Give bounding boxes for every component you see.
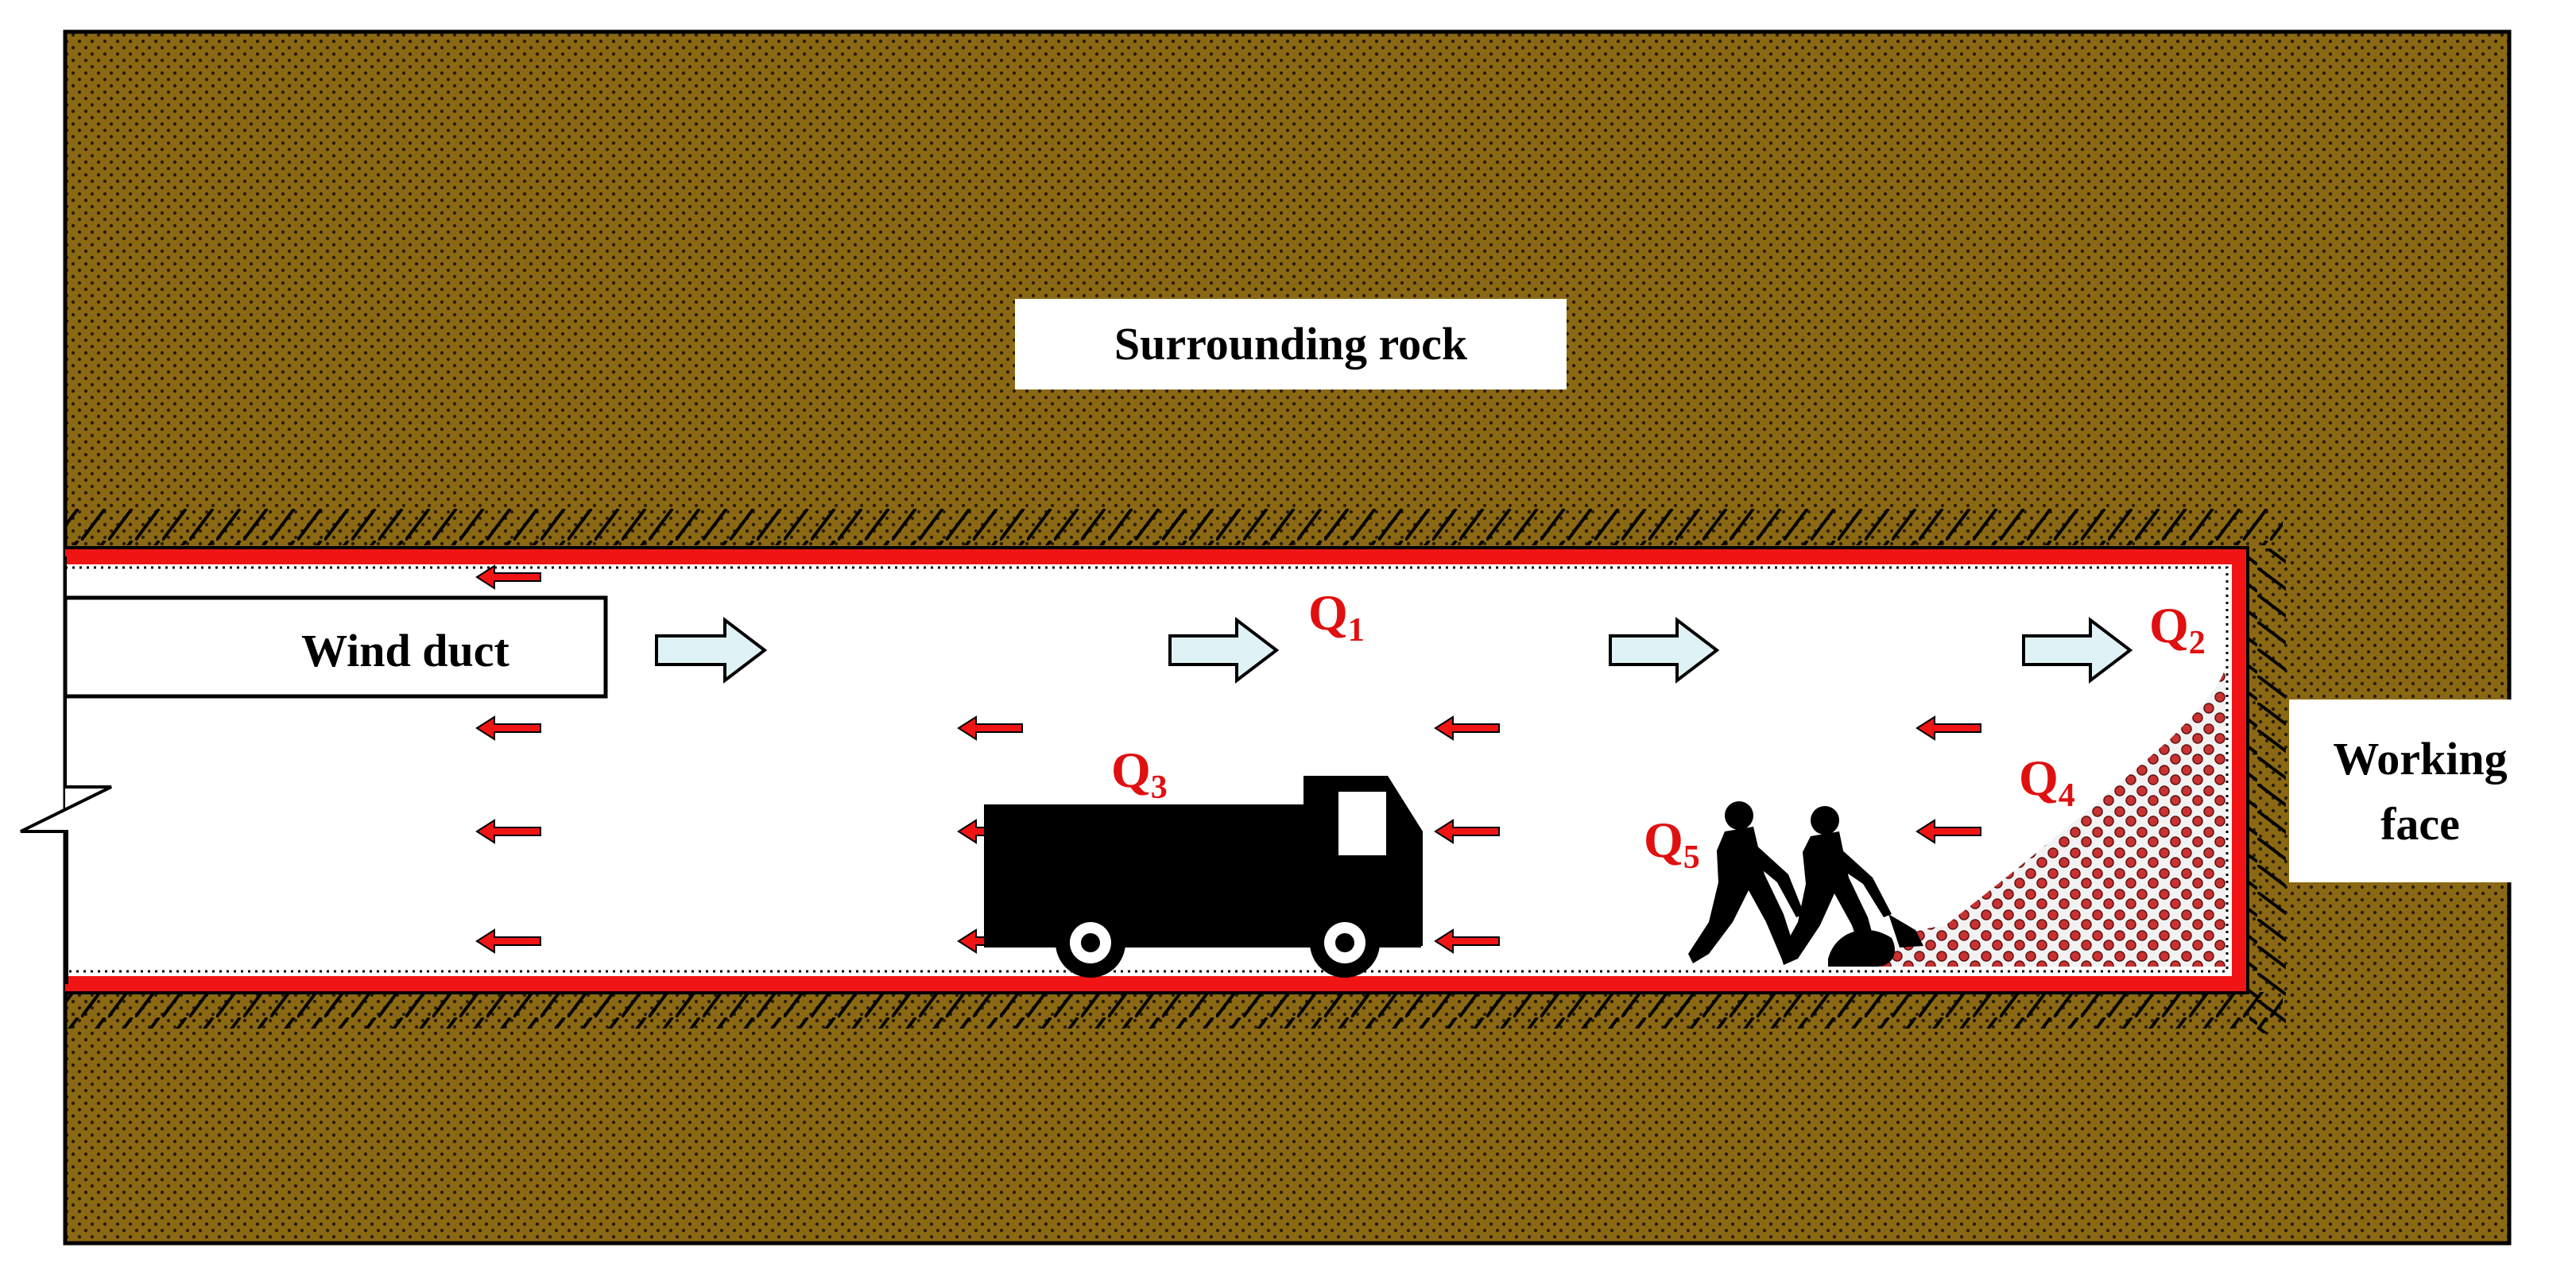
working-face-label-box xyxy=(2289,700,2551,882)
truck-window xyxy=(1338,792,1386,855)
truck-cab xyxy=(1303,776,1423,946)
source-label-q5: Q5 xyxy=(1644,812,1700,876)
left-arrow-icon xyxy=(1916,715,1981,741)
surrounding-rock-label-box xyxy=(1015,299,1567,389)
left-arrow-icon xyxy=(475,564,541,590)
working-face-label-line1: Working xyxy=(2333,733,2507,785)
truck-bed xyxy=(984,804,1318,909)
worker-1 xyxy=(1688,801,1804,963)
rock-sack xyxy=(1828,929,1895,967)
left-arrow-icon xyxy=(1434,819,1500,844)
left-arrow-icon xyxy=(957,715,1023,741)
rock-pile-icon xyxy=(1892,668,2225,967)
wind-duct-label: Wind duct xyxy=(301,625,509,676)
shoveling-workers-icon xyxy=(1688,801,1923,967)
tunnel-break-symbol xyxy=(20,556,112,984)
source-label-q3: Q3 xyxy=(1111,742,1168,806)
face-wall-hatching xyxy=(2249,548,2286,1033)
left-arrow-icon xyxy=(475,928,541,954)
top-wall-hatching xyxy=(65,509,2283,545)
right-arrow-icon xyxy=(1168,616,1280,684)
wind-duct xyxy=(63,595,608,699)
left-arrow-icon xyxy=(1916,819,1981,844)
tunnel-lining-inner-dotted xyxy=(65,566,2229,973)
working-face-label-line2: face xyxy=(2380,798,2460,850)
tunnel-wall-outline xyxy=(65,546,2249,994)
right-arrow-icon xyxy=(655,616,768,684)
surrounding-rock-label: Surrounding rock xyxy=(1114,318,1468,370)
airflow-arrows xyxy=(655,616,2133,684)
left-arrow-icon xyxy=(475,819,541,844)
right-arrow-icon xyxy=(2022,616,2133,684)
left-arrow-icon xyxy=(1434,715,1500,741)
bottom-wall-hatching xyxy=(65,992,2283,1029)
source-label-q2: Q2 xyxy=(2149,597,2206,661)
tunnel-lining xyxy=(65,548,2248,992)
source-label-q1: Q1 xyxy=(1308,584,1365,649)
right-arrow-icon xyxy=(1609,616,1720,684)
dump-truck-icon xyxy=(984,776,1423,978)
left-arrow-icon xyxy=(1434,928,1500,954)
left-arrow-icon xyxy=(475,715,541,741)
source-label-q4: Q4 xyxy=(2019,750,2075,814)
truck-bed-step xyxy=(984,909,1008,948)
